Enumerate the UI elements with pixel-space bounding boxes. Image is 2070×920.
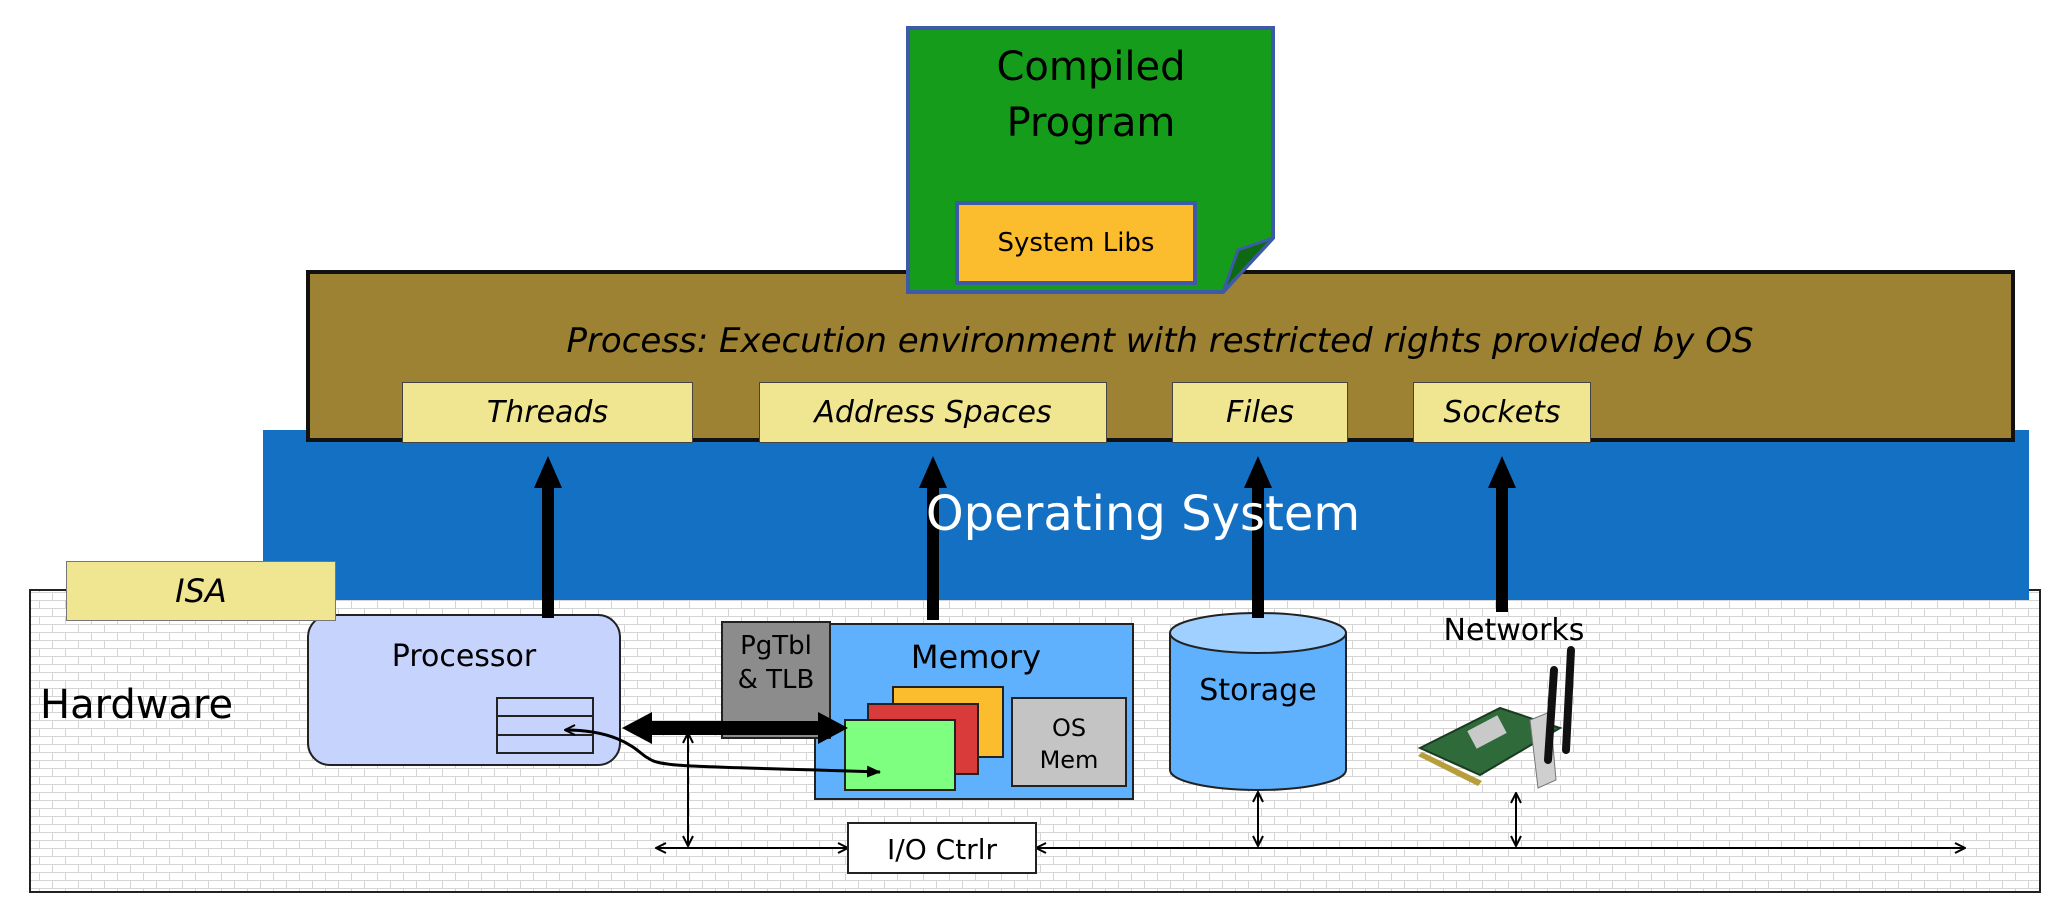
io-controller-box — [847, 822, 1037, 874]
os-mem-label-line2: Mem — [1040, 746, 1099, 774]
compiled-program-title-line2: Program — [1007, 100, 1176, 146]
register-file-icon — [496, 697, 594, 754]
abstraction-address-spaces-label: Address Spaces — [814, 395, 1052, 430]
abstraction-sockets-label: Sockets — [1443, 395, 1561, 430]
system-libs-label: System Libs — [997, 228, 1155, 258]
abstraction-files-label: Files — [1225, 395, 1294, 430]
process-caption: Process: Execution environment with rest… — [566, 321, 1753, 361]
storage-label: Storage — [1199, 673, 1316, 708]
os-mem-box — [1011, 697, 1127, 787]
network-card-icon — [1417, 646, 1575, 789]
address-translation-path — [565, 730, 880, 772]
abstraction-files: Files — [1172, 382, 1348, 443]
os-mem-label-line1: OS — [1052, 714, 1086, 742]
abstraction-address-spaces: Address Spaces — [759, 382, 1107, 443]
page-fold-icon — [1221, 236, 1275, 294]
files-arrow — [1244, 456, 1272, 618]
pgtbl-label-line2: & TLB — [738, 665, 815, 695]
compiled-program-title-line1: Compiled — [997, 44, 1186, 90]
hardware-label: Hardware — [40, 682, 233, 728]
io-bus — [656, 733, 1965, 848]
sockets-arrow — [1488, 456, 1516, 612]
operating-system-label: Operating System — [926, 486, 1360, 542]
address-spaces-arrow — [919, 456, 947, 620]
processor-label: Processor — [392, 639, 537, 674]
memory-page-green — [844, 719, 956, 791]
pgtbl-label-line1: PgTbl — [740, 631, 812, 661]
storage-cylinder-icon — [1169, 612, 1347, 791]
networks-label: Networks — [1444, 613, 1585, 648]
abstraction-threads-label: Threads — [486, 395, 609, 430]
isa-label: ISA — [175, 572, 227, 610]
isa-box: ISA — [66, 561, 336, 621]
pgtbl-tlb-box — [721, 621, 831, 739]
system-libs-box: System Libs — [955, 201, 1197, 285]
operating-system-band — [263, 430, 2029, 600]
abstraction-sockets: Sockets — [1413, 382, 1591, 443]
threads-arrow — [534, 456, 562, 618]
io-controller-label: I/O Ctrlr — [887, 833, 997, 866]
memory-label: Memory — [911, 638, 1041, 676]
abstraction-threads: Threads — [402, 382, 693, 443]
